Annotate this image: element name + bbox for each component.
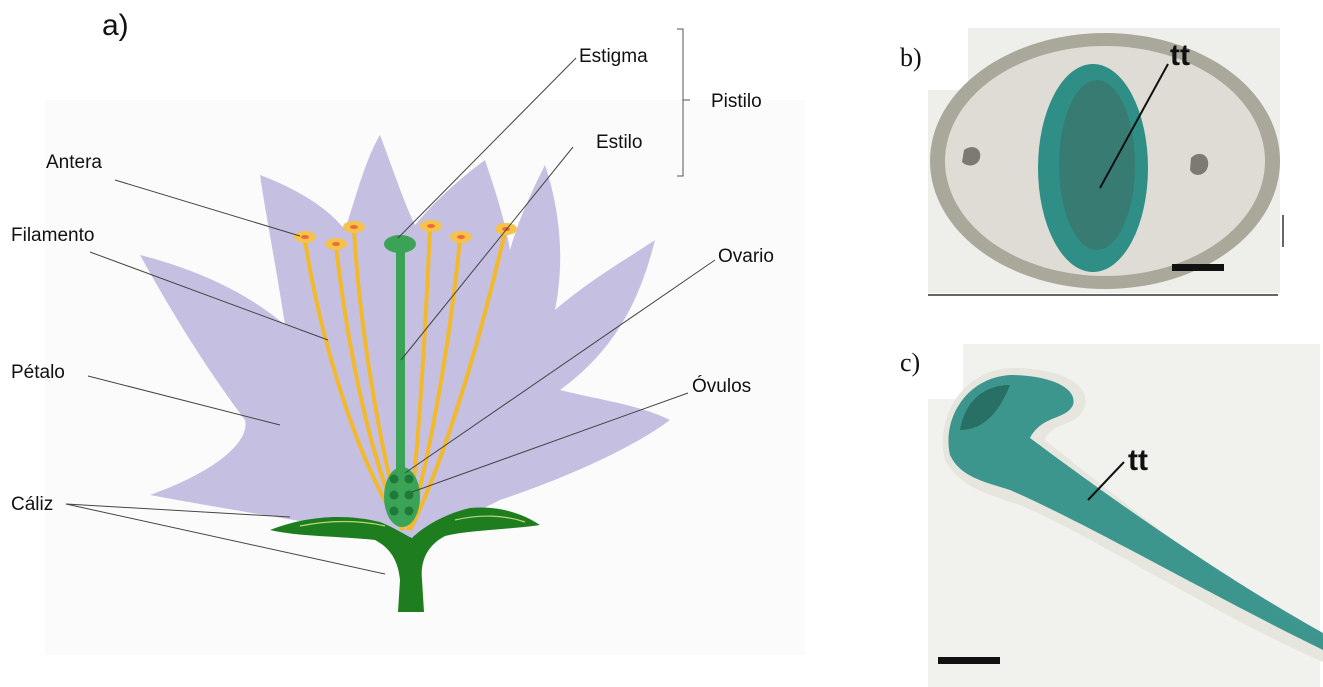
ovulos-label: Óvulos bbox=[692, 375, 751, 397]
antera-label: Antera bbox=[46, 152, 102, 173]
scale-bar-c bbox=[938, 657, 1000, 664]
panel-a-label: a) bbox=[102, 9, 129, 42]
filamento-label: Filamento bbox=[11, 225, 94, 246]
pistilo-label: Pistilo bbox=[711, 91, 762, 112]
style bbox=[396, 245, 405, 475]
panel-b-label: b) bbox=[900, 43, 922, 72]
scale-bar-b bbox=[1172, 264, 1224, 271]
ovario-label: Ovario bbox=[718, 246, 774, 267]
micrograph-b bbox=[928, 28, 1283, 295]
stigma bbox=[384, 235, 416, 253]
caliz-label: Cáliz bbox=[11, 494, 53, 515]
petalo-label: Pétalo bbox=[11, 362, 65, 383]
estigma-label: Estigma bbox=[579, 46, 648, 67]
micrograph-c bbox=[928, 344, 1323, 687]
panel-c-label: c) bbox=[900, 348, 920, 377]
tt-label-c: tt bbox=[1128, 444, 1148, 477]
ovary bbox=[384, 467, 420, 527]
tt-label-b: tt bbox=[1170, 39, 1190, 72]
estilo-label: Estilo bbox=[596, 132, 642, 153]
